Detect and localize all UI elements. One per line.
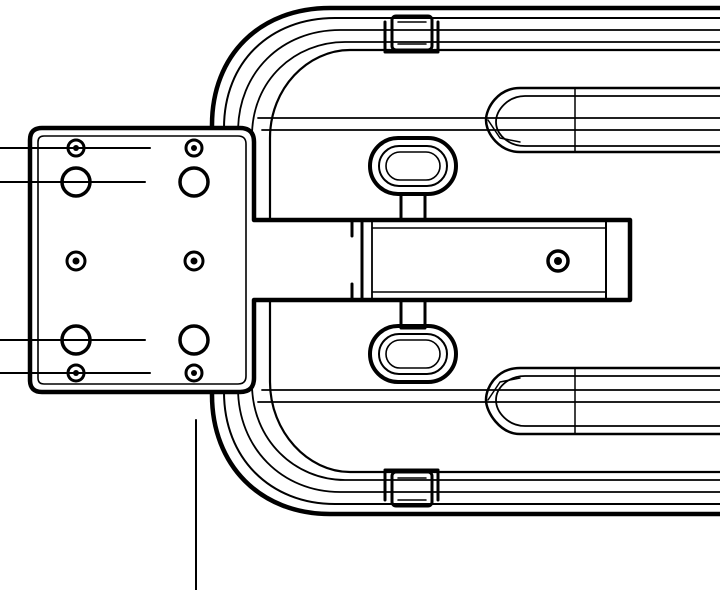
center-lines — [0, 147, 197, 590]
upper-channel — [484, 86, 720, 154]
hole-large-br — [178, 324, 210, 356]
hole-mid-l — [65, 250, 87, 272]
hole-mid-r — [183, 250, 205, 272]
upper-oval-boss — [368, 136, 458, 224]
plate-holes — [60, 138, 210, 383]
bottom-clip — [383, 468, 440, 508]
hole-large-tr — [178, 166, 210, 198]
top-clip — [383, 14, 440, 54]
lower-oval-boss — [368, 298, 458, 384]
mounting-plate — [27, 125, 633, 395]
hole-small-br — [184, 363, 204, 383]
plate-inner-edge — [37, 135, 247, 385]
hole-small-tr — [184, 138, 204, 158]
plate-outline — [27, 125, 633, 395]
tongue-hole — [546, 249, 570, 273]
lower-channel — [484, 366, 720, 436]
